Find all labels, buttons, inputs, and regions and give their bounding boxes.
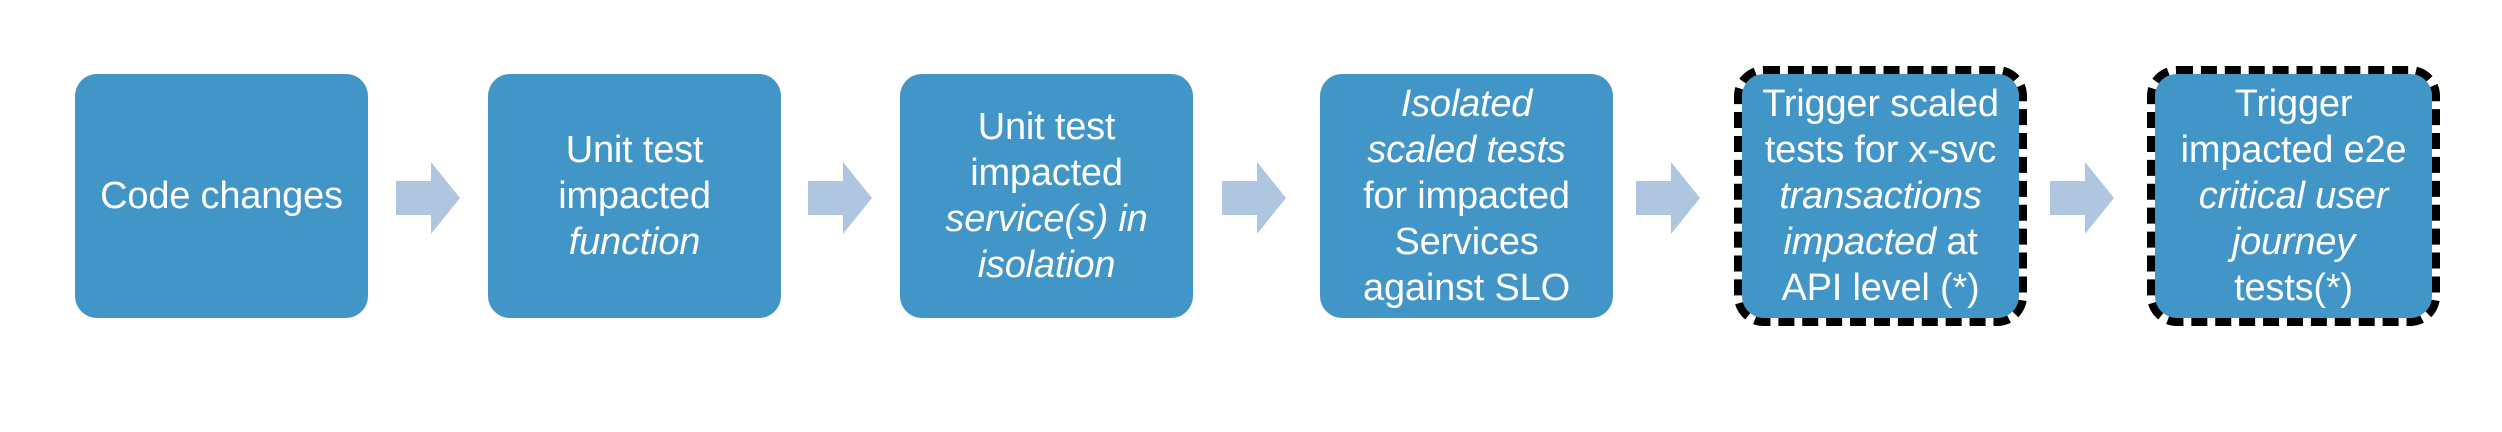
process-node-unit-test-function[interactable]: Unit test impacted function [488,74,781,318]
process-node-unit-test-service-isolation[interactable]: Unit test impacted service(s) in isolati… [900,74,1193,318]
right-block-arrow-icon [1636,162,1700,234]
process-node-label: Trigger scaled tests for x-svc transacti… [1762,83,1999,309]
process-node-code-changes[interactable]: Code changes [75,74,368,318]
right-block-arrow-icon [2050,162,2114,234]
process-node-label: Unit test impacted function [558,129,711,263]
process-node-label: Code changes [100,175,343,217]
right-block-arrow-icon [808,162,872,234]
right-block-arrow-icon [396,162,460,234]
process-node-label: Isolated scaled tests for impacted Servi… [1363,83,1570,309]
right-block-arrow-icon [1222,162,1286,234]
process-node-label: Unit test impacted service(s) in isolati… [945,106,1148,286]
process-node-label: Trigger impacted e2e critical user journ… [2180,83,2407,309]
process-node-trigger-e2e-critical-user-journey[interactable]: Trigger impacted e2e critical user journ… [2147,66,2440,326]
process-node-isolated-scaled-tests-slo[interactable]: Isolated scaled tests for impacted Servi… [1320,74,1613,318]
process-node-trigger-scaled-xsvc-api[interactable]: Trigger scaled tests for x-svc transacti… [1734,66,2027,326]
